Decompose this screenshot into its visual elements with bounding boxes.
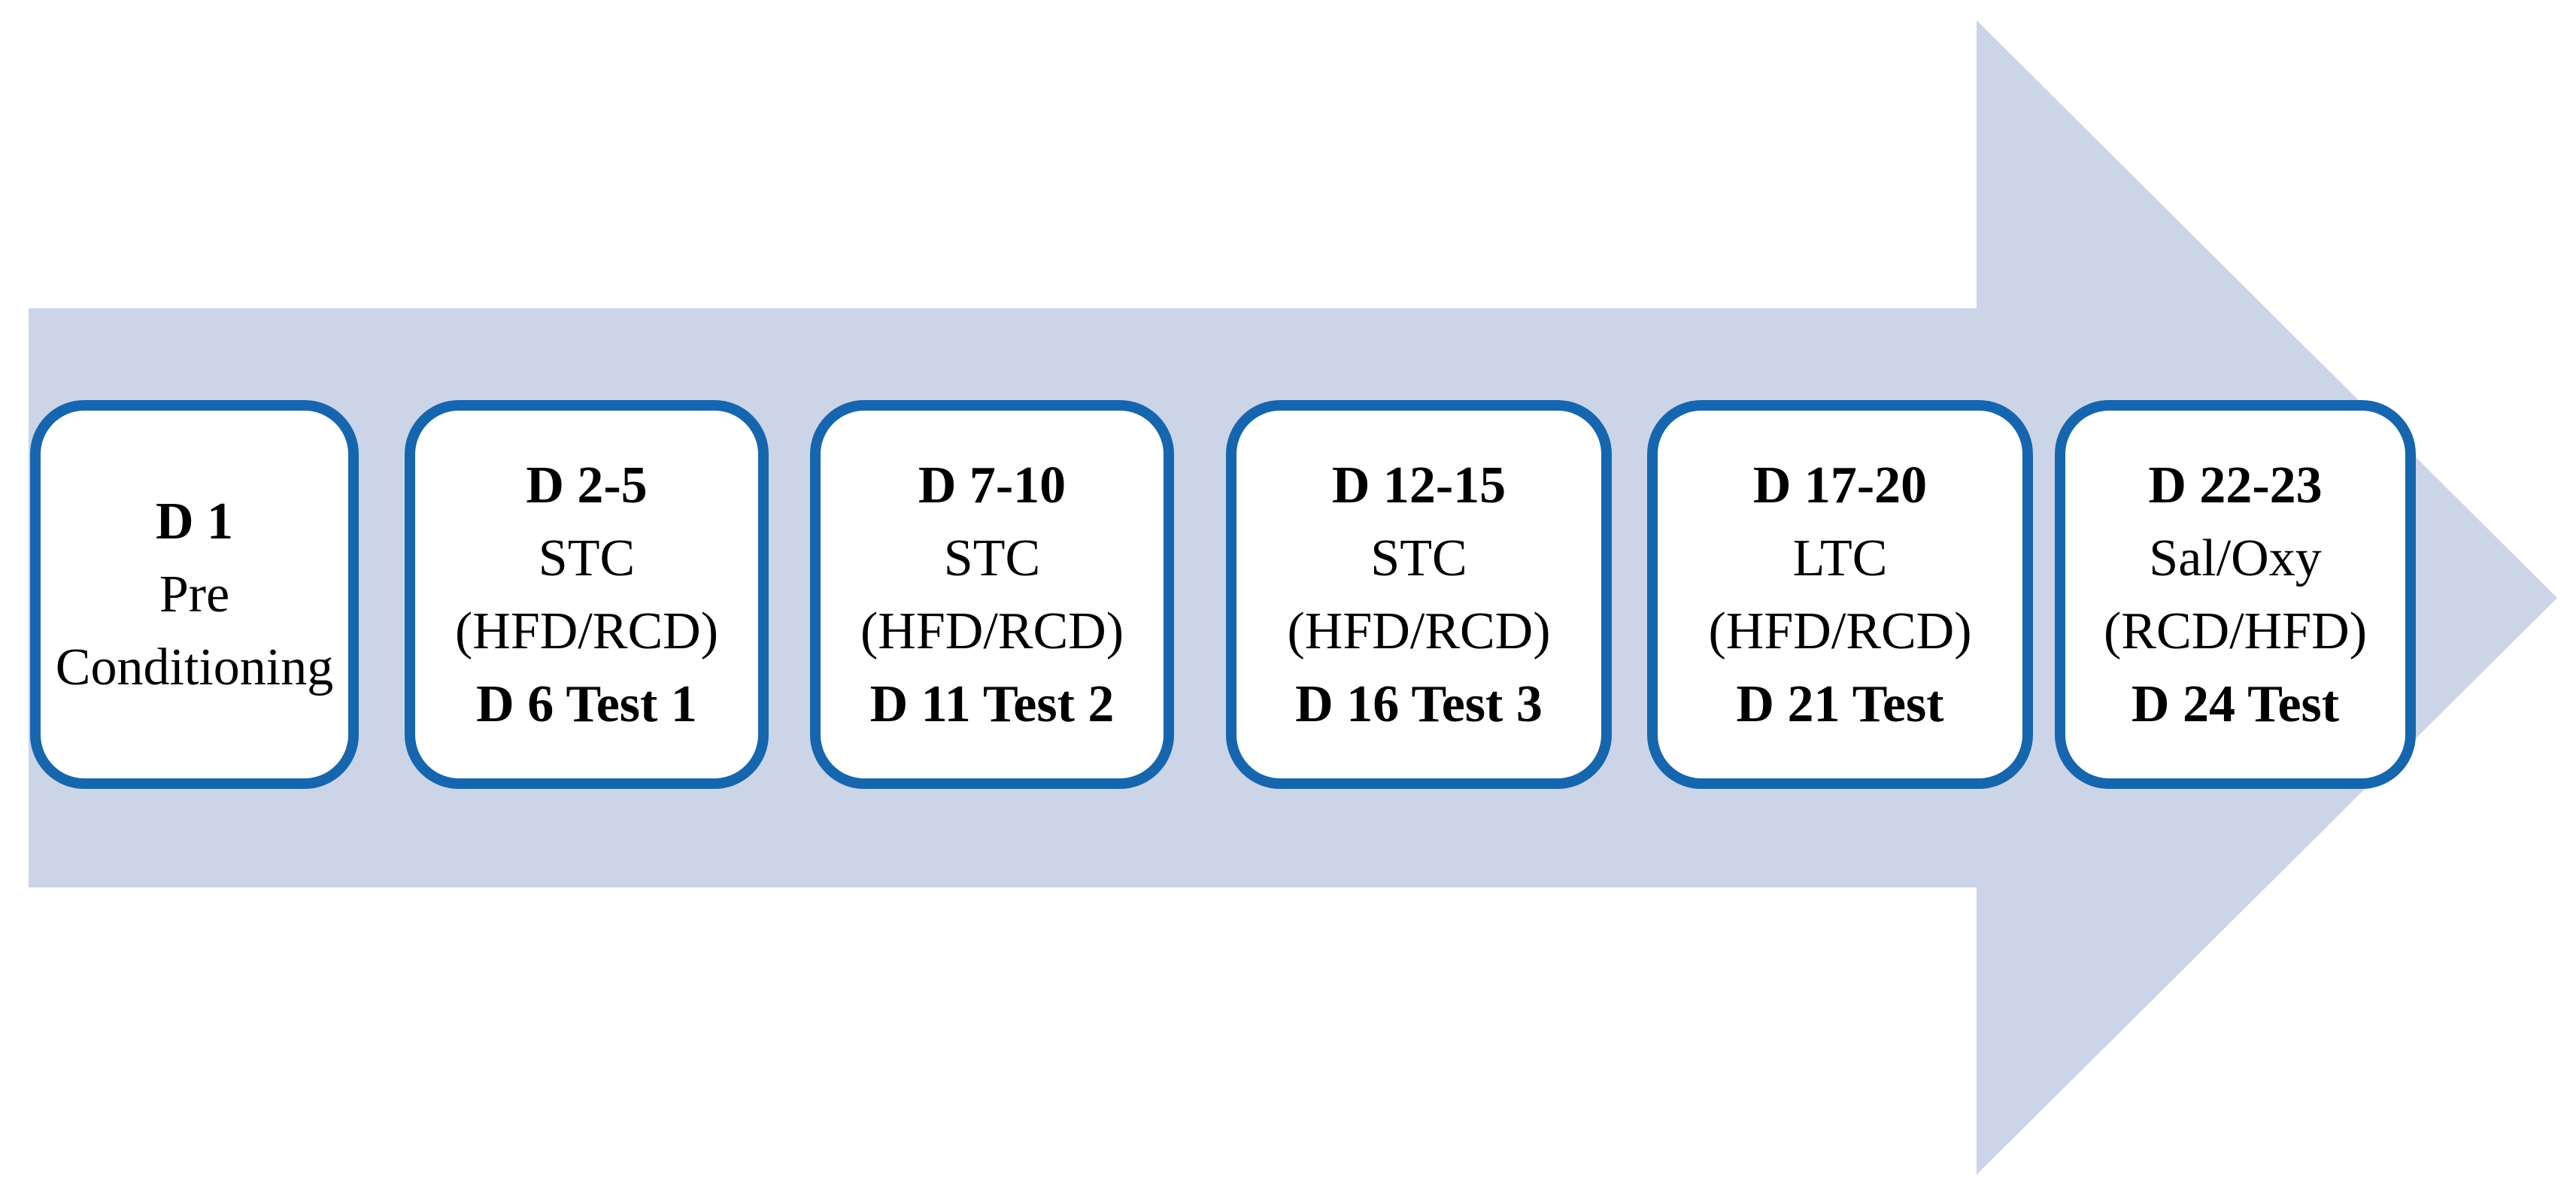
stage-box-3: D 7-10 STC (HFD/RCD) D 11 Test 2 <box>810 400 1174 789</box>
stage-3-test: D 11 Test 2 <box>869 675 1115 733</box>
stage-6-diet: (RCD/HFD) <box>2103 602 2368 660</box>
stage-2-diet: (HFD/RCD) <box>454 602 719 660</box>
stage-3-condition: STC <box>943 529 1041 587</box>
stage-6-condition: Sal/Oxy <box>2149 529 2322 587</box>
stage-3-diet: (HFD/RCD) <box>860 602 1124 660</box>
stage-2-days: D 2-5 <box>526 456 648 514</box>
stage-2-test: D 6 Test 1 <box>476 675 697 733</box>
stage-box-6: D 22-23 Sal/Oxy (RCD/HFD) D 24 Test <box>2055 400 2416 789</box>
stage-4-days: D 12-15 <box>1331 456 1506 514</box>
stage-2-condition: STC <box>538 529 636 587</box>
stage-5-diet: (HFD/RCD) <box>1708 602 1972 660</box>
stage-4-diet: (HFD/RCD) <box>1287 602 1551 660</box>
stage-3-days: D 7-10 <box>918 456 1067 514</box>
stage-1-label-line-2: Conditioning <box>55 638 334 696</box>
stage-5-test: D 21 Test <box>1736 675 1944 733</box>
stage-5-condition: LTC <box>1792 529 1888 587</box>
stage-box-2: D 2-5 STC (HFD/RCD) D 6 Test 1 <box>405 400 769 789</box>
stage-box-4: D 12-15 STC (HFD/RCD) D 16 Test 3 <box>1226 400 1612 789</box>
stage-5-days: D 17-20 <box>1752 456 1928 514</box>
stage-6-days: D 22-23 <box>2148 456 2323 514</box>
stage-box-5: D 17-20 LTC (HFD/RCD) D 21 Test <box>1647 400 2033 789</box>
stage-4-test: D 16 Test 3 <box>1295 675 1543 733</box>
stage-1-days: D 1 <box>155 493 234 550</box>
stage-box-1: D 1 Pre Conditioning <box>30 400 359 789</box>
stage-4-condition: STC <box>1370 529 1467 587</box>
stage-6-test: D 24 Test <box>2131 675 2340 733</box>
stage-1-label-line-1: Pre <box>159 566 230 623</box>
